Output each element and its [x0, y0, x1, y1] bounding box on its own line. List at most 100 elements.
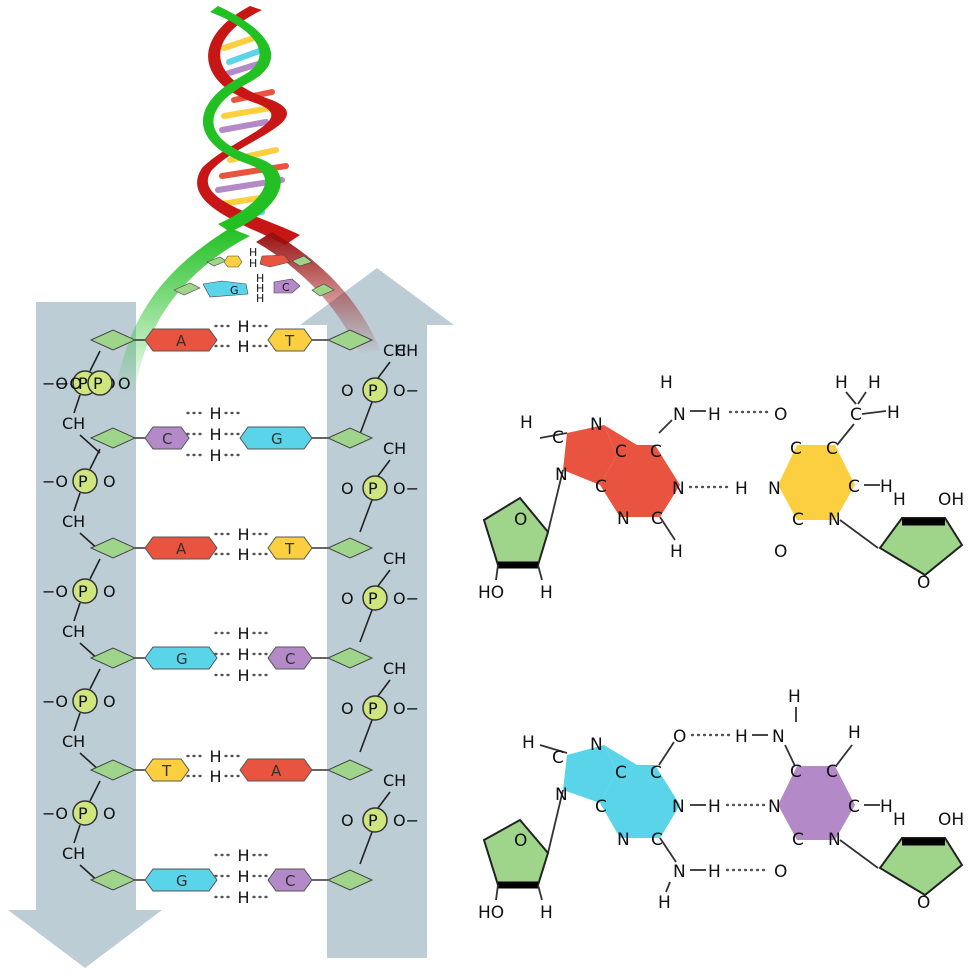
atom-h: H	[735, 727, 748, 747]
phosphorus-label: P	[78, 472, 88, 491]
atom-h: H	[887, 403, 900, 423]
adenine-six-ring	[600, 425, 680, 517]
phosphorus-label: P	[78, 374, 88, 393]
right-sugar	[326, 869, 374, 891]
thymine-base	[144, 758, 190, 782]
hydrogen-label: H	[256, 282, 264, 295]
ch2-label: CH	[383, 439, 406, 458]
phosphorus-label: P	[368, 699, 378, 718]
adenine-thymine-pair: H C N N C C C N N C H H N H O HO H H N O…	[478, 373, 964, 603]
ch2-label: CH	[62, 844, 85, 863]
atom-c: C	[615, 442, 627, 462]
atom-n: N	[590, 415, 603, 435]
atom-o: O	[514, 831, 527, 851]
atom-n: N	[828, 510, 841, 530]
ch2-label: CH	[62, 414, 85, 433]
atom-c: C	[792, 830, 804, 850]
adenine-base	[239, 758, 313, 782]
ch2-label: CH	[395, 341, 418, 360]
thymine-ring	[778, 445, 855, 520]
atom-h: H	[708, 797, 721, 817]
hydrogen-label: H	[238, 525, 250, 544]
oxygen-minus-label: O−	[393, 381, 419, 400]
phosphorus-label: P	[368, 811, 378, 830]
atom-h: H	[540, 903, 553, 923]
oxygen-minus-label: O−	[393, 589, 419, 608]
atom-h: H	[708, 405, 721, 425]
hydrogen-label: H	[249, 257, 257, 270]
cytosine-label: C	[162, 430, 172, 448]
hydrogen-label: H	[238, 867, 250, 886]
oxygen-label: O	[103, 692, 116, 711]
hydrogen-label: H	[238, 317, 250, 336]
oxygen-minus-label: −O	[56, 374, 82, 393]
atom-n: N	[673, 405, 686, 425]
atom-ho: HO	[478, 903, 504, 923]
right-sugar	[326, 537, 374, 559]
hydrogen-label: H	[210, 446, 222, 465]
oxygen-label: O	[341, 381, 354, 400]
hydrogen-label: H	[210, 747, 222, 766]
atom-n: N	[555, 465, 568, 485]
right-sugar	[326, 647, 374, 669]
oxygen-minus-label: −O	[42, 692, 68, 711]
atom-h: H	[880, 477, 893, 497]
oxygen-label: O	[341, 811, 354, 830]
guanine-base	[144, 646, 218, 670]
cytosine-label: C	[285, 650, 295, 668]
ch2-label: CH	[62, 512, 85, 531]
oxygen-minus-label: −O	[42, 804, 68, 823]
oxygen-label: O	[103, 804, 116, 823]
atom-c: C	[848, 477, 860, 497]
atom-c: C	[826, 762, 838, 782]
hydrogen-label: H	[210, 767, 222, 786]
atom-n: N	[768, 479, 781, 499]
atom-h: H	[880, 797, 893, 817]
atom-c: C	[826, 439, 838, 459]
atom-c: C	[651, 830, 663, 850]
atom-h: H	[893, 810, 906, 830]
hydrogen-label: H	[238, 624, 250, 643]
atom-h: H	[868, 373, 881, 393]
distant-base-pair-2: G C H H H	[173, 272, 335, 305]
oxygen-minus-label: O−	[393, 811, 419, 830]
hydrogen-label: H	[238, 545, 250, 564]
guanine-label: G	[176, 872, 188, 890]
atom-oh: OH	[938, 810, 964, 830]
hydrogen-label: H	[256, 272, 264, 285]
cytosine-base	[144, 426, 190, 450]
hydrogen-label: H	[256, 292, 264, 305]
cytosine-ring	[778, 766, 855, 840]
adenine-label: A	[176, 332, 187, 350]
right-sugar	[326, 759, 374, 781]
adenine-label: A	[271, 762, 282, 780]
atom-n: N	[672, 479, 685, 499]
oxygen-minus-label: O−	[393, 479, 419, 498]
oxygen-label: O	[341, 589, 354, 608]
right-sugar	[326, 329, 374, 351]
hydrogen-label: H	[249, 246, 257, 259]
guanine-six-ring	[600, 745, 680, 838]
guanine-label: G	[271, 430, 283, 448]
cytosine-base	[267, 868, 313, 892]
atom-h: H	[540, 583, 553, 603]
atom-h: H	[788, 687, 801, 707]
atom-oh: OH	[938, 490, 964, 510]
oxygen-label: O	[341, 699, 354, 718]
hydrogen-label: H	[238, 645, 250, 664]
ch2-label: CH	[383, 659, 406, 678]
cytosine-label: C	[285, 872, 295, 890]
atom-h: H	[670, 542, 683, 562]
hydrogen-label: H	[238, 846, 250, 865]
hydrogen-label: H	[238, 337, 250, 356]
adenine-five-ring	[563, 425, 617, 485]
right-strand-arrow	[300, 268, 454, 958]
